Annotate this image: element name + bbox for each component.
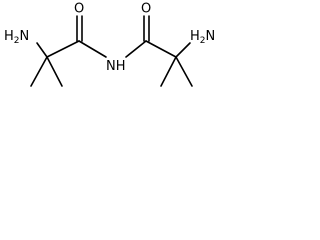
atom-h-right: H xyxy=(190,29,200,44)
atom-oxygen-right: O xyxy=(141,2,151,17)
bond-lines xyxy=(30,15,193,87)
bond-c1-methyl-left-a xyxy=(30,56,48,87)
bond-c1-c2 xyxy=(46,40,80,58)
bond-c4-nh2-right xyxy=(175,42,191,58)
bond-c1-methyl-left-b xyxy=(46,56,63,87)
atom-label-amine-left: H2N xyxy=(4,29,29,46)
svg-text:NH: NH xyxy=(106,59,126,74)
atom-subscript-left: 2 xyxy=(14,36,20,46)
bond-c4-methyl-right-a xyxy=(160,56,177,87)
atom-label-amine-right: H2N xyxy=(190,29,215,46)
atom-n-right: N xyxy=(206,29,216,44)
chemical-structure-diagram: H2N O NH O H2N xyxy=(4,2,215,87)
atom-n-left: N xyxy=(20,29,30,44)
svg-text:H2N: H2N xyxy=(190,29,215,46)
atom-h-left: H xyxy=(4,29,14,44)
atom-oxygen-left: O xyxy=(74,2,84,17)
atom-label-nitrogen-center: NH xyxy=(106,59,126,74)
atom-h-center: H xyxy=(116,59,126,74)
atom-n-center: N xyxy=(106,59,116,74)
bond-c2-n xyxy=(78,40,107,58)
bond-c1-nh2-left xyxy=(36,42,48,58)
bond-c3-c4 xyxy=(145,40,177,58)
atom-subscript-right: 2 xyxy=(200,36,206,46)
bond-c4-methyl-right-b xyxy=(175,56,193,87)
svg-text:H2N: H2N xyxy=(4,29,29,46)
bond-n-c3 xyxy=(125,40,147,58)
